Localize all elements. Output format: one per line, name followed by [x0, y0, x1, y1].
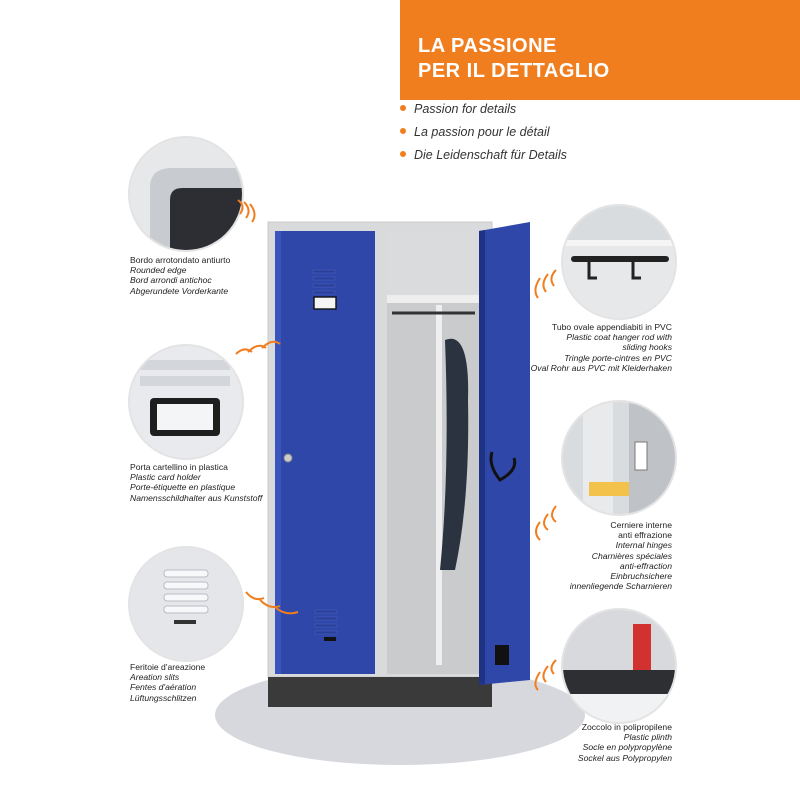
card-holder-icon [130, 346, 242, 458]
detail-card-holder [128, 344, 244, 460]
jacket [440, 338, 469, 570]
banner-title: LA PASSIONE PER IL DETTAGLIO [418, 34, 610, 84]
tagline-item: Passion for details [400, 102, 780, 125]
banner-title-line1: LA PASSIONE [418, 35, 557, 57]
caption-hinges: Cerniere interne anti effrazione Interna… [569, 520, 672, 592]
detail-vents [128, 546, 244, 662]
interior-shelf [387, 295, 479, 303]
sound-wave-icon [237, 199, 256, 223]
tagline-item: La passion pour le détail [400, 125, 780, 148]
plinth-icon [563, 610, 675, 722]
sound-wave-icon [534, 659, 557, 691]
orange-dot-icon [400, 105, 406, 111]
right-door [479, 222, 530, 685]
caption-rounded-edge: Bordo arrotondato antiurto Rounded edge … [130, 255, 231, 296]
orange-dot-icon [400, 128, 406, 134]
card-holder [313, 296, 337, 310]
sound-wave-icon [245, 591, 299, 615]
door-handle [489, 451, 517, 482]
vents-icon [130, 548, 242, 660]
tagline-item: Die Leidenschaft für Details [400, 148, 780, 171]
rounded-edge-icon [130, 138, 242, 250]
title-banner: LA PASSIONE PER IL DETTAGLIO [400, 0, 800, 100]
caption-plinth: Zoccolo in polipropilene Plastic plinth … [577, 722, 672, 763]
hinges-icon [563, 402, 675, 514]
detail-plinth [561, 608, 677, 724]
sound-wave-icon [535, 505, 557, 541]
door-lock [283, 453, 293, 463]
caption-vents: Feritoie d'areazione Areation slits Fent… [130, 662, 206, 703]
detail-hinges [561, 400, 677, 516]
bottom-vents [314, 609, 338, 635]
sound-wave-icon [534, 269, 557, 299]
locker-product-image [215, 221, 585, 765]
detail-hanger-rod [561, 204, 677, 320]
banner-title-line2: PER IL DETTAGLIO [418, 60, 610, 82]
orange-dot-icon [400, 151, 406, 157]
sound-wave-icon [235, 340, 281, 355]
caption-card-holder: Porta cartellino in plastica Plastic car… [130, 462, 263, 503]
detail-rounded-edge [128, 136, 244, 252]
hanger-rod-icon [563, 206, 675, 318]
top-vents [312, 269, 336, 295]
tagline-list: Passion for details La passion pour le d… [400, 102, 780, 171]
divider [436, 305, 442, 665]
locker-plinth [268, 677, 492, 707]
caption-hanger-rod: Tubo ovale appendiabiti in PVC Plastic c… [530, 322, 672, 373]
